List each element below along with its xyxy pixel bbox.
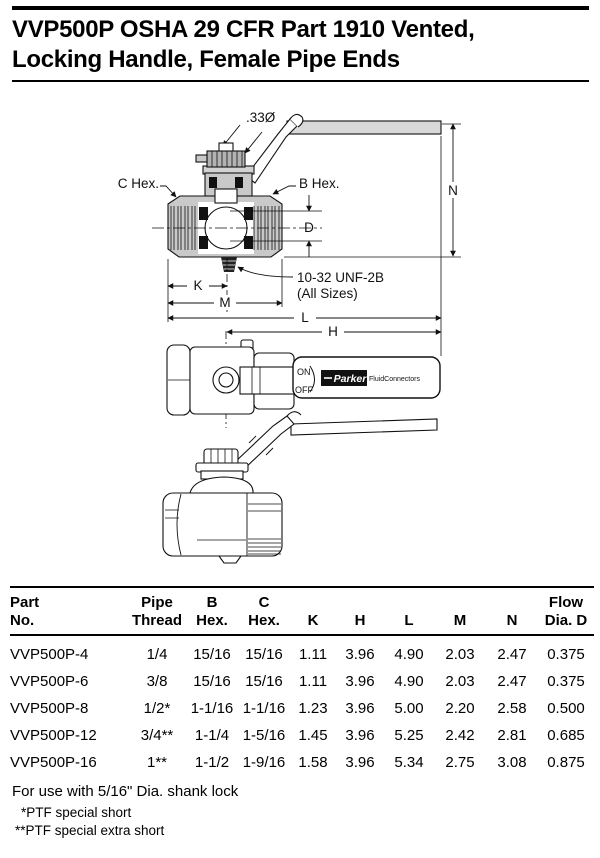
dim-n-label: N (448, 183, 458, 198)
col-n: N (506, 612, 518, 629)
handle-shaft-detail (251, 367, 261, 394)
b-hex-leader (272, 185, 296, 195)
left-cap-lines (165, 509, 179, 519)
seat (244, 236, 253, 249)
b-hex-label: B Hex. (299, 176, 340, 191)
right-hex-lines (248, 503, 281, 512)
table-row: VVP500P-16 1** 1-1/2 1-9/16 1.58 3.96 5.… (10, 744, 594, 771)
perspective-view (162, 411, 438, 564)
neck-dome (189, 476, 254, 494)
table-row: VVP500P-4 1/4 15/16 15/16 1.11 3.96 4.90… (10, 635, 594, 663)
packing-seal-left (209, 177, 217, 188)
handle-diameter-label: .33Ø (246, 110, 276, 125)
left-cap-arc (176, 493, 182, 556)
spec-table: Part Pipe B C Flow No. Thread Hex. Hex. … (10, 586, 594, 771)
valve-technical-drawing: .33Ø C Hex. B Hex. N D K M L H 10-32 UNF… (118, 110, 461, 564)
stem-tip (214, 188, 238, 204)
vent-thread-label-line1: 10-32 UNF-2B (297, 270, 384, 285)
handle-on-label: ON (297, 367, 311, 377)
dim-h-label: H (328, 324, 338, 339)
part-number: VVP500P-16 (10, 754, 97, 771)
vent-fitting (221, 257, 237, 272)
body-perspective (162, 492, 283, 557)
col-pipe-2: Thread (131, 612, 182, 629)
handle-shaft-top-view (239, 366, 295, 395)
stem-boss-inner (218, 372, 234, 388)
usage-note: For use with 5/16" Dia. shank lock (12, 783, 239, 800)
on-off-arrow (309, 365, 315, 393)
col-flow-2: Dia. D (544, 612, 588, 629)
table-row: VVP500P-8 1/2* 1-1/16 1-1/16 1.23 3.96 5… (10, 690, 594, 717)
col-chex-2: Hex. (248, 612, 280, 629)
c-hex-label: C Hex. (118, 176, 159, 191)
drawing-labels: .33Ø C Hex. B Hex. N D K M L H 10-32 UNF… (118, 110, 458, 395)
packing-nut (206, 150, 246, 168)
table-row: VVP500P-6 3/8 15/16 15/16 1.11 3.96 4.90… (10, 663, 594, 690)
col-flow: Flow (548, 594, 584, 611)
vent-thread-leader (237, 266, 294, 278)
dim-m-label: M (219, 295, 230, 310)
handle-arm-hook (289, 113, 304, 128)
parker-logo-text: Parker (334, 373, 368, 385)
right-port-thread-lines (248, 538, 281, 555)
col-pipe: Pipe (141, 594, 173, 611)
dim-l-label: L (301, 310, 309, 325)
footnote-ptf-short: *PTF special short (21, 805, 132, 820)
packing-seal-right (235, 177, 243, 188)
vent-fitting-threads (222, 260, 236, 270)
col-l: L (404, 612, 414, 629)
dim-d-label: D (304, 220, 314, 235)
page-title: VVP500P OSHA 29 CFR Part 1910 Vented, Lo… (12, 15, 588, 75)
part-number: VVP500P-6 (10, 673, 89, 690)
col-bhex: B (206, 594, 218, 611)
fluid-connectors-text: FluidConnectors (369, 376, 420, 383)
seat (244, 207, 253, 220)
col-part: Part (10, 594, 40, 611)
part-number: VVP500P-12 (10, 727, 97, 744)
handle-arm-hook-perspective (286, 411, 302, 417)
handle-bar (286, 120, 442, 135)
vent-port-tab (195, 154, 208, 163)
table-row: VVP500P-12 3/4** 1-1/4 1-5/16 1.45 3.96 … (10, 717, 594, 744)
seat (199, 207, 208, 220)
col-bhex-2: Hex. (196, 612, 228, 629)
handle-off-label: OFF (295, 385, 313, 395)
col-k: K (307, 612, 319, 629)
dia-leader-2 (244, 131, 263, 154)
page-title-line1: VVP500P OSHA 29 CFR Part 1910 Vented, (12, 16, 475, 43)
motion-ticks (248, 435, 274, 456)
nut-knurl-perspective (210, 449, 233, 465)
page-title-line2: Locking Handle, Female Pipe Ends (12, 46, 400, 73)
col-chex: C (258, 594, 270, 611)
handle-bar-perspective (290, 418, 438, 436)
spec-table-header: Part Pipe B C Flow No. Thread Hex. Hex. … (10, 587, 594, 635)
dim-k-label: K (193, 278, 202, 293)
bottom-tab (217, 555, 243, 564)
col-h: H (354, 612, 366, 629)
handle-arm-perspective (233, 415, 295, 471)
col-part-2: No. (10, 612, 35, 629)
packing-nut-knurl (211, 151, 243, 167)
front-cross-section-view (152, 113, 461, 428)
top-rule (12, 6, 589, 10)
part-number: VVP500P-8 (10, 700, 89, 717)
vent-thread-label-line2: (All Sizes) (297, 286, 358, 301)
col-m: M (453, 612, 467, 629)
dim-label-patches (187, 182, 461, 339)
parker-logo-box (321, 370, 367, 386)
c-hex-leader (160, 185, 177, 198)
seat (199, 236, 208, 249)
footnotes: For use with 5/16" Dia. shank lock *PTF … (12, 783, 238, 840)
footnote-ptf-extra-short: **PTF special extra short (15, 823, 165, 838)
part-number: VVP500P-4 (10, 646, 89, 663)
top-plan-view (166, 339, 441, 416)
title-rule (12, 80, 589, 82)
